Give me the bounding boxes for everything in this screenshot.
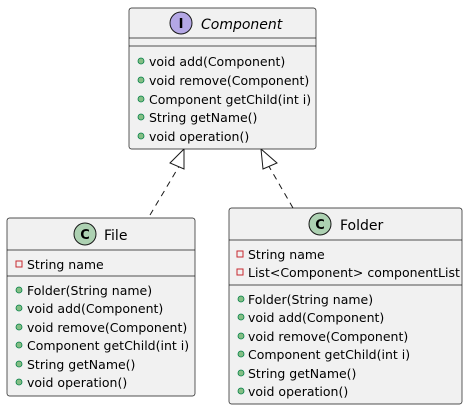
class-name: File [104,228,127,244]
public-method-icon [137,95,145,103]
realization-file-to-component [149,147,185,216]
realization-arrowhead [169,147,185,170]
public-method-icon [137,113,145,121]
class-badge-icon [73,222,97,246]
public-method-icon [237,332,245,340]
method: String getName() [27,357,135,372]
private-field-icon [236,250,244,258]
method: void add(Component) [248,310,384,325]
realization-folder-to-component [260,147,294,209]
class-file[interactable]: C File String name Folder(String name) v… [6,217,196,397]
field: List<Component> componentList [248,265,460,280]
private-field-icon [236,268,244,276]
public-method-icon [237,350,245,358]
class-name: Component [201,17,283,33]
public-method-icon [15,360,23,368]
class-badge-letter: C [315,218,325,233]
method: Folder(String name) [27,283,152,298]
interface-badge-icon [169,11,193,35]
method: Component getChild(int i) [248,347,410,362]
public-method-icon [15,341,23,349]
method: void operation() [27,375,127,390]
interface-badge-letter: I [179,17,184,32]
method: String getName() [149,110,257,125]
method: String getName() [248,366,356,381]
method: void remove(Component) [149,73,309,88]
public-method-icon [15,286,23,294]
public-method-icon [15,304,23,312]
class-badge-icon [308,212,332,236]
method: Folder(String name) [248,292,373,307]
class-badge-letter: C [80,228,90,243]
method: void remove(Component) [248,329,408,344]
public-method-icon [237,387,245,395]
private-field-icon [15,260,23,268]
realization-arrowhead [260,147,278,170]
class-name: Folder [340,218,384,234]
public-method-icon [15,323,23,331]
public-method-icon [237,369,245,377]
method: Component getChild(int i) [149,92,311,107]
method: void operation() [149,129,249,144]
field: String name [248,247,325,262]
public-method-icon [137,76,145,84]
public-method-icon [15,378,23,386]
public-method-icon [237,313,245,321]
method: void add(Component) [27,301,163,316]
method: void add(Component) [149,54,285,69]
field: String name [27,257,104,272]
method: void operation() [248,384,348,399]
method: Component getChild(int i) [27,338,189,353]
class-component[interactable]: I Component void add(Component) void rem… [128,7,317,150]
method: void remove(Component) [27,320,187,335]
class-folder[interactable]: C Folder String name List<Component> com… [228,207,463,405]
public-method-icon [137,132,145,140]
public-method-icon [137,57,145,65]
public-method-icon [237,295,245,303]
